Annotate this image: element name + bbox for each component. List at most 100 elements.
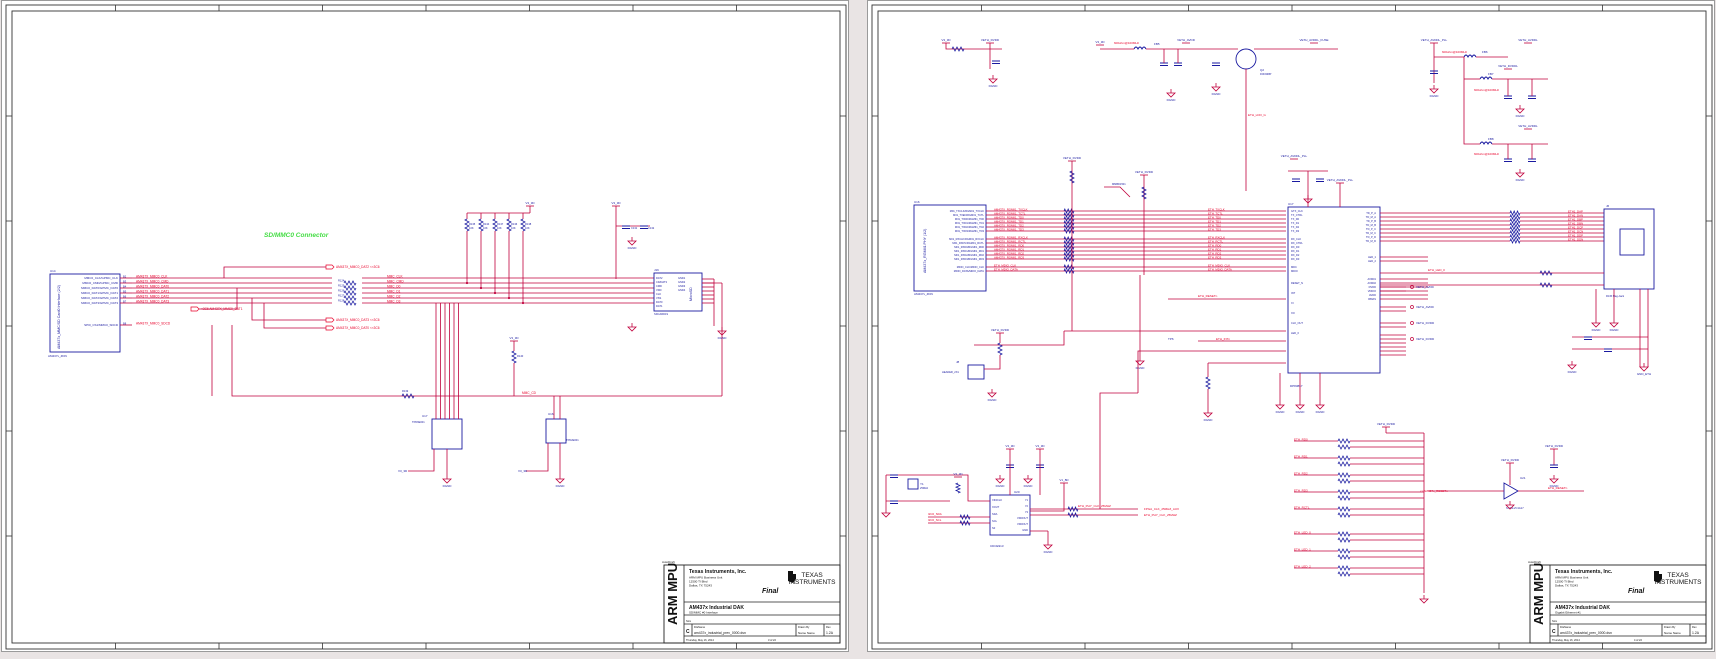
- phy-pin-label: RBIAS: [1368, 297, 1376, 301]
- power-label: VETH_DVDD: [981, 38, 1000, 42]
- net-label: AM437X_MMC0_DAT1: [136, 289, 169, 293]
- resistor-icon: [1509, 233, 1521, 241]
- ground-label: GND_ETH: [1637, 372, 1651, 376]
- phy-ref: U17: [1288, 202, 1294, 206]
- u14-pin-label: MMC0_CMD/GPMC_CMD: [82, 281, 119, 285]
- net-label: ETH_LED_0: [1428, 268, 1445, 272]
- resistor-icon: [1337, 531, 1351, 537]
- ic-pin: VDDOUT: [1017, 522, 1028, 526]
- ground-icon: [1275, 404, 1285, 410]
- power-label: V3_3D: [398, 469, 408, 473]
- power-label: VETH_AVDDL_PLL: [1421, 38, 1448, 42]
- size-label: Size: [1552, 619, 1558, 623]
- net-label: ETH_LDO_G: [1248, 113, 1267, 117]
- autodraft-label: AutoDraft: [1528, 560, 1541, 564]
- power-label: VETH_DVDD: [991, 328, 1010, 332]
- wire: [231, 325, 722, 397]
- net-label: ETH1_DBN: [1568, 222, 1583, 226]
- wire: [1104, 186, 1131, 198]
- phy-pin-label: TX_D3: [1291, 229, 1300, 233]
- series-resistor-icon: [1063, 235, 1075, 243]
- u16-pin-label: MII1_RXD1/RGMII1_RD1: [954, 249, 984, 253]
- sheet-border: [871, 4, 1713, 650]
- rev-value: 1.2A: [1692, 631, 1700, 635]
- ti-logo-icon: [788, 571, 796, 583]
- ti-logo: INSTRUMENTS: [789, 579, 837, 586]
- u16-processor-block: [913, 204, 987, 292]
- net-label: ETH_LED_0: [1294, 530, 1311, 534]
- esd-protection-u16: [545, 418, 567, 444]
- net-label: ETH_RESETn: [1548, 486, 1568, 490]
- series-resistor-icon: [1063, 247, 1075, 255]
- power-label: VETH_DVDDL: [1498, 64, 1518, 68]
- company-address: Dallas, TX 75243: [1555, 584, 1578, 588]
- phy-pin-label: LED_2: [1368, 259, 1376, 263]
- wire: [984, 355, 1001, 370]
- size-value: C: [686, 629, 690, 635]
- net-label: ETH_RD0: [1294, 437, 1308, 441]
- pullup-resistor-icon: [520, 218, 526, 232]
- phy-part: DP83867: [1290, 384, 1303, 388]
- ground-label: DGND: [1516, 178, 1526, 182]
- file-name: am437x_industrial_prev_0000.dsn: [694, 631, 746, 635]
- junction-dot: [493, 291, 497, 295]
- resistor-icon: [1337, 438, 1351, 444]
- offpage-label: <<AM437x_RESETn: [1420, 489, 1448, 493]
- offpage-connector-icon: [1410, 305, 1414, 309]
- net-label: AM437X_RGMII1_TD3: [994, 228, 1024, 232]
- ic-pin: SCL: [992, 519, 998, 523]
- resistor-icon: [1337, 478, 1351, 484]
- ground-icon: [1166, 92, 1176, 98]
- net-label: ETH_RD3: [1294, 488, 1308, 492]
- resistor-ref: R134: [483, 222, 490, 226]
- crystal-value: 25MHz: [920, 486, 929, 490]
- resistor-icon: [1337, 495, 1351, 501]
- net-label: AM437X_RGMII1_TD1: [994, 220, 1024, 224]
- net-label: AM437X_MMC0_DAT0: [136, 284, 169, 288]
- series-resistor-icon: [1063, 211, 1075, 219]
- wire: [974, 331, 1065, 346]
- series-resistor-icon: [343, 295, 357, 301]
- file-label: FileName: [1560, 625, 1572, 629]
- connector-pin: GND3: [678, 284, 686, 288]
- connector-pin: CMD: [656, 284, 662, 288]
- phy-pin-label: RESET_N: [1291, 281, 1303, 285]
- date-label: Thursday, May 16, 2014: [1552, 638, 1580, 642]
- ground-icon: [1295, 404, 1305, 410]
- testpoint-label: TP6: [1168, 337, 1174, 341]
- resistor-ref: R124: [338, 279, 345, 283]
- wire: [1099, 392, 1138, 509]
- net-label: AM437X_RGMII1_RD0: [994, 244, 1024, 248]
- net-label: ETH1_DCN: [1568, 230, 1583, 234]
- net-label: AM437X_RGMII1_RCTL: [994, 240, 1026, 244]
- power-label: V3_3D: [1095, 40, 1105, 44]
- offpage-label: AM437X_MMC0_DAT0 <<3C6: [336, 326, 380, 330]
- phy-pin-label: TD_P_A: [1366, 211, 1376, 215]
- resistor-ref: R140: [517, 354, 524, 358]
- u14-pin-label: MMC0_DAT1/GPMC_DAT1: [81, 291, 118, 295]
- section-title: SD/MMC0 Connector: [264, 232, 329, 239]
- net-label: ETH1_DBP: [1568, 218, 1583, 222]
- ic-ref: U16: [548, 412, 554, 416]
- u16-pin-label: MII1_TXD0/RGMII1_TD0: [955, 217, 985, 221]
- net-label: ETH_PHY_CLK_25MHZ: [1078, 504, 1111, 508]
- pullup-resistor-icon: [478, 218, 484, 232]
- series-resistor-icon: [1063, 251, 1075, 259]
- u14-pin-label: MMC0_DAT2/GPMC_DAT2: [81, 296, 118, 300]
- power-label: VETH_AVDD: [1416, 285, 1435, 289]
- net-label: AM437X_MMC0_DAT2: [136, 294, 169, 298]
- ic-ref: U17: [422, 414, 428, 418]
- crystal-ref: Y1: [920, 482, 924, 486]
- phy-pin-label: TX_D0: [1291, 217, 1300, 221]
- net-label: AM437X_RGMII1_RXCLK: [994, 236, 1028, 240]
- pin-number: B3: [123, 280, 127, 284]
- ic-pin: SDA: [992, 512, 998, 516]
- phy-pin-label: RX_D0: [1291, 245, 1300, 249]
- ground-label: DGND: [1568, 370, 1578, 374]
- resistor-icon: [511, 350, 517, 364]
- sheet-title: SD/MMC #0 Interface: [689, 611, 718, 615]
- net-label: ETH_RD3: [1208, 256, 1222, 260]
- net-label: ETH_RD0: [1208, 244, 1222, 248]
- status-label: Final: [1628, 588, 1645, 595]
- phy-pin-label: RX_D2: [1291, 253, 1300, 257]
